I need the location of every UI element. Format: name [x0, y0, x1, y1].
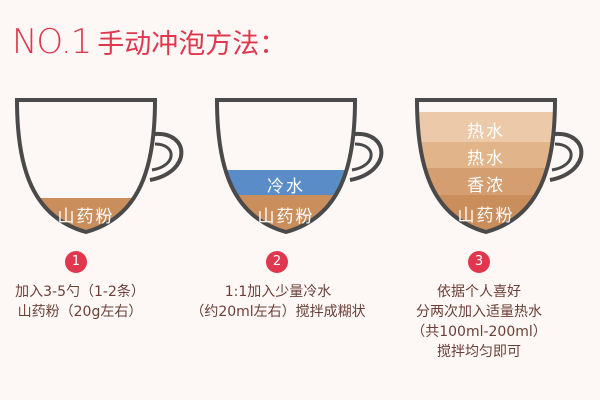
cup-outline	[414, 98, 558, 235]
cup-1-drawing	[14, 98, 184, 235]
cup-outline	[214, 98, 358, 235]
hot-water-layer-1	[417, 112, 555, 142]
step-2-description: 1:1加入少量冷水 （约20ml左右）搅拌成糊状	[183, 282, 373, 322]
layer-label-hot-water-1: 热水	[467, 122, 505, 142]
layer-label-powder: 山药粉	[257, 207, 315, 227]
title-text: 手动冲泡方法：	[97, 29, 287, 60]
rich-layer	[417, 168, 555, 195]
layer-label-powder: 山药粉	[457, 206, 515, 226]
cup-handle	[549, 131, 584, 182]
cup-handle-inner	[151, 142, 173, 172]
step-2-line: （约20ml左右）搅拌成糊状	[190, 304, 366, 320]
step-3-line: 依据个人喜好	[437, 284, 521, 300]
step-badge-2: 2	[266, 251, 288, 273]
step-1-description: 加入3-5勺（1-2条） 山药粉（20g左右）	[0, 282, 175, 322]
cup-3-drawing	[414, 98, 584, 235]
step-badge-1: 1	[65, 251, 87, 273]
title-number: NO.1	[12, 22, 92, 62]
cup-handle	[149, 131, 184, 182]
cup-handle	[349, 131, 384, 182]
layer-label-cold-water: 冷水	[267, 177, 305, 197]
cup-handle-inner	[551, 142, 573, 172]
hot-water-layer-2	[417, 142, 555, 168]
step-3-description: 依据个人喜好 分两次加入适量热水 （共100ml-200ml） 搅拌均匀即可	[384, 282, 574, 362]
step-3-line: 搅拌均匀即可	[437, 344, 521, 360]
layer-label-hot-water-2: 热水	[467, 149, 505, 169]
cup-step-1: 山药粉	[5, 92, 195, 242]
cup-outline	[14, 98, 158, 235]
layer-label-powder: 山药粉	[57, 207, 115, 227]
step-3-line: （共100ml-200ml）	[411, 324, 547, 340]
cup-step-3: 热水 热水 香浓 山药粉	[405, 92, 595, 242]
step-2-line: 1:1加入少量冷水	[224, 284, 332, 300]
layer-label-rich: 香浓	[467, 176, 505, 196]
step-1-line: 山药粉（20g左右）	[17, 304, 143, 320]
cup-step-2: 冷水 山药粉	[205, 92, 395, 242]
cup-handle-inner	[351, 142, 373, 172]
step-3-line: 分两次加入适量热水	[416, 304, 542, 320]
cup-2-drawing	[214, 98, 384, 235]
cold-water-layer	[217, 170, 355, 195]
step-1-line: 加入3-5勺（1-2条）	[15, 284, 145, 300]
step-badge-3: 3	[468, 251, 490, 273]
